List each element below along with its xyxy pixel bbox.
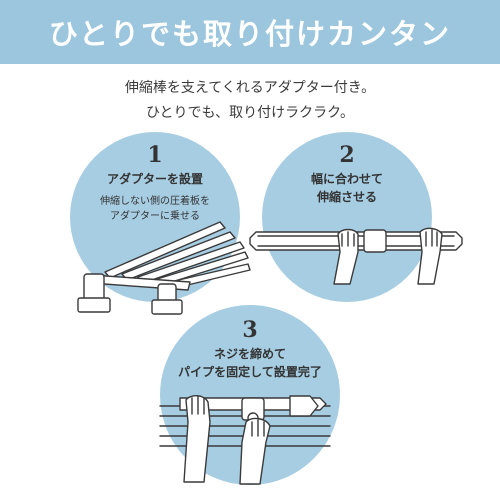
step-2-illustration [249, 227, 463, 285]
step-3-illustration [159, 395, 331, 485]
banner-title: ひとりでも取り付けカンタン [48, 17, 452, 51]
step-1-description: 伸縮しない側の圧着板を アダプターに乗せる [100, 196, 210, 222]
step-3-heading: ネジを締めて パイプを固定して設置完了 [178, 347, 322, 379]
step-2-number: 2 [339, 142, 355, 168]
title-banner: ひとりでも取り付けカンタン [0, 0, 500, 64]
intro-text: 伸縮棒を支えてくれるアダプター付き。 ひとりでも、取り付けラクラク。 [0, 76, 500, 126]
step-1-illustration [77, 221, 251, 315]
intro-line-1: 伸縮棒を支えてくれるアダプター付き。 [124, 80, 376, 96]
step-1-heading: アダプターを設置 [106, 172, 203, 186]
step-2-heading: 幅に合わせて 伸縮させる [310, 172, 383, 204]
intro-line-2: ひとりでも、取り付けラクラク。 [145, 105, 355, 121]
step-1-number: 1 [147, 142, 163, 168]
step-3-number: 3 [242, 317, 258, 343]
